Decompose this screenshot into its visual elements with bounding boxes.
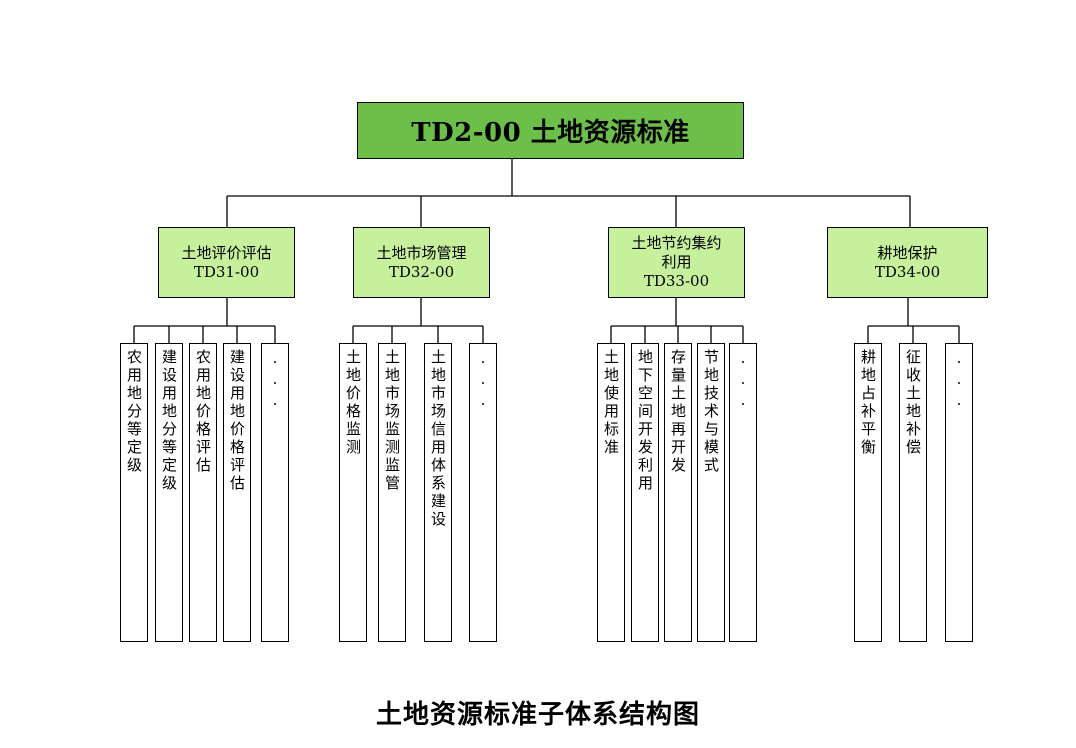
category-label-line: 耕地保护 <box>877 243 938 262</box>
category-code: TD32-00 <box>388 262 455 281</box>
leaf-node: 土地市场信用体系建设 <box>424 343 452 642</box>
category-code: TD31-00 <box>193 262 260 281</box>
leaf-node: 存量土地再开发 <box>664 343 692 642</box>
leaf-node-ellipsis: ... <box>261 343 289 642</box>
category-label-line: 土地市场管理 <box>376 243 467 262</box>
leaf-node: 耕地占补平衡 <box>854 343 882 642</box>
category-label-line: 土地评价评估 <box>181 243 272 262</box>
category-label-line: 利用 <box>661 253 692 271</box>
category-code: TD34-00 <box>874 262 941 281</box>
leaf-node-ellipsis: ... <box>945 343 973 642</box>
leaf-node: 农用地价格评估 <box>189 343 217 642</box>
diagram-caption: 土地资源标准子体系结构图 <box>375 700 700 730</box>
leaf-node: 建设用地价格评估 <box>223 343 251 642</box>
leaf-node: 农用地分等定级 <box>120 343 148 642</box>
leaf-node: 节地技术与模式 <box>697 343 725 642</box>
leaf-node-ellipsis: ... <box>469 343 497 642</box>
category-node-td33: 土地节约集约 利用 TD33-00 <box>608 227 745 298</box>
category-node-td34: 耕地保护 TD34-00 <box>827 227 988 298</box>
leaf-node: 建设用地分等定级 <box>155 343 183 642</box>
root-node: TD2-00 土地资源标准 <box>357 102 744 159</box>
leaf-node: 土地市场监测监管 <box>378 343 406 642</box>
leaf-node: 土地价格监测 <box>339 343 367 642</box>
leaf-node-ellipsis: ... <box>729 343 757 642</box>
category-label-line: 土地节约集约 <box>631 234 722 252</box>
root-node-label: TD2-00 土地资源标准 <box>411 118 690 148</box>
category-code: TD33-00 <box>643 272 710 290</box>
category-node-td31: 土地评价评估 TD31-00 <box>158 227 295 298</box>
leaf-node: 地下空间开发利用 <box>631 343 659 642</box>
category-node-td32: 土地市场管理 TD32-00 <box>353 227 490 298</box>
leaf-node: 征收土地补偿 <box>899 343 927 642</box>
leaf-node: 土地使用标准 <box>597 343 625 642</box>
